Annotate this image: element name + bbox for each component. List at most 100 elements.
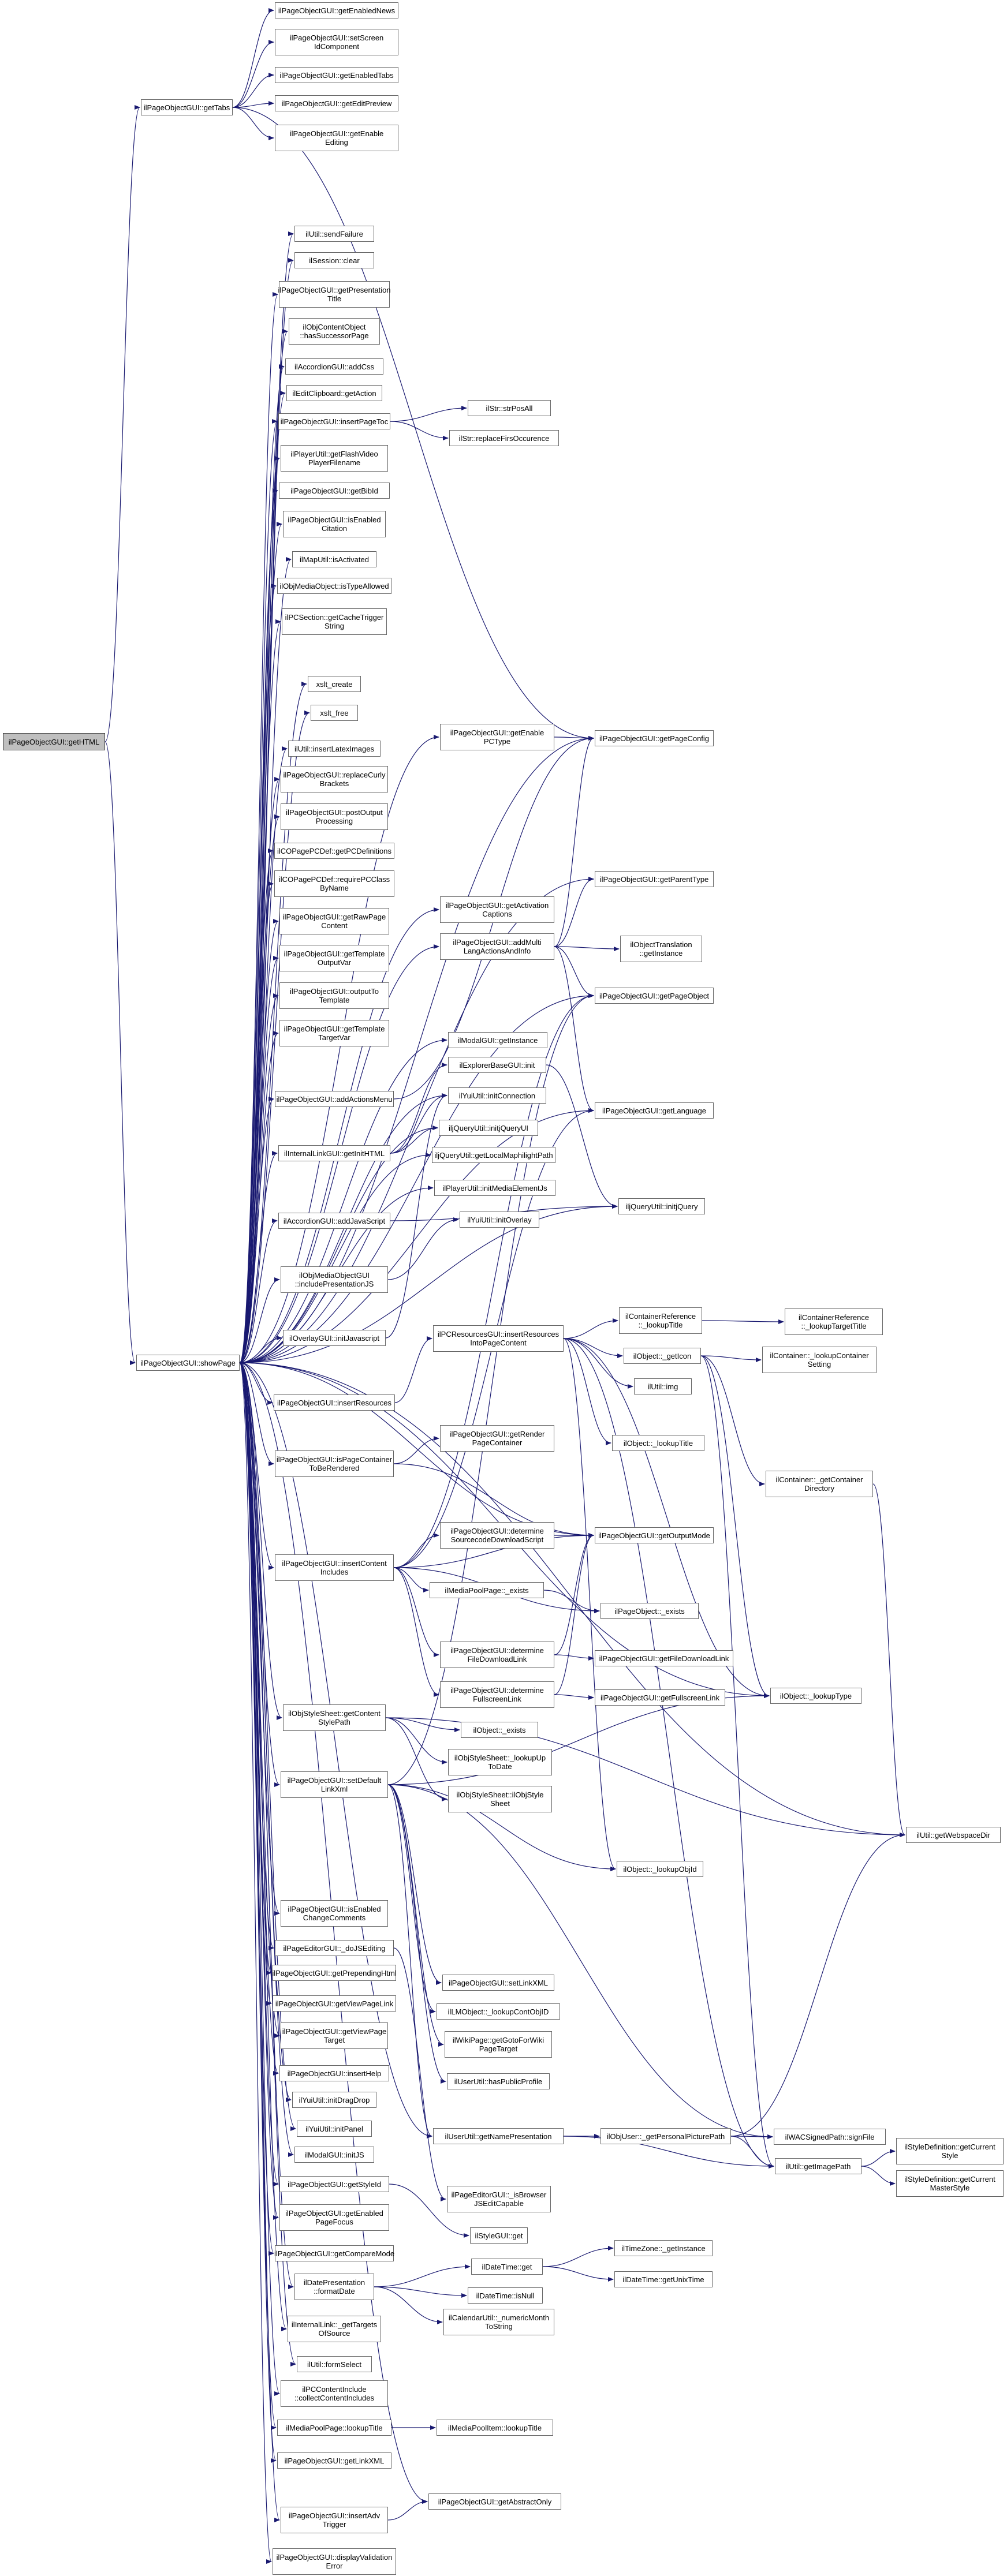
node-mp-lookup-title[interactable]: ilMediaPoolPage::lookupTitle — [277, 2420, 391, 2436]
node-get-enabled-page-focus[interactable]: ilPageObjectGUI::getEnabled PageFocus — [279, 2204, 389, 2231]
node-get-bib-id[interactable]: ilPageObjectGUI::getBibId — [279, 483, 390, 499]
node-is-enabled-citation[interactable]: ilPageObjectGUI::isEnabled Citation — [283, 511, 386, 537]
node-lookup-obj-id[interactable]: ilObject::_lookupObjId — [617, 1861, 703, 1877]
node-init-panel[interactable]: ilYuiUtil::initPanel — [297, 2121, 372, 2137]
node-add-multi-lang-actions[interactable]: ilPageObjectGUI::addMulti LangActionsAnd… — [440, 933, 554, 960]
node-get-goto-for-wiki-page-target[interactable]: ilWikiPage::getGotoForWiki PageTarget — [445, 2031, 552, 2058]
node-get-render-page-container[interactable]: ilPageObjectGUI::getRender PageContainer — [440, 1425, 554, 1452]
node-media-pool-exists[interactable]: ilMediaPoolPage::_exists — [430, 1582, 544, 1598]
node-sign-file[interactable]: ilWACSignedPath::signFile — [774, 2129, 886, 2145]
node-init-connection[interactable]: ilYuiUtil::initConnection — [448, 1087, 546, 1104]
node-determine-fullscreen-link[interactable]: ilPageObjectGUI::determine FullscreenLin… — [440, 1681, 554, 1708]
node-get-style-id[interactable]: ilPageObjectGUI::getStyleId — [279, 2176, 389, 2192]
node-get-view-page-link[interactable]: ilPageObjectGUI::getViewPageLink — [273, 1995, 396, 2012]
node-get-fullscreen-link[interactable]: ilPageObjectGUI::getFullscreenLink — [595, 1689, 725, 1706]
node-get-view-page-target[interactable]: ilPageObjectGUI::getViewPage Target — [281, 2022, 388, 2049]
node-set-link-x-m-l[interactable]: ilPageObjectGUI::setLinkXML — [442, 1975, 554, 1991]
node-obj-get-icon[interactable]: ilObject::_getIcon — [624, 1348, 701, 1364]
node-get-content-style-path[interactable]: ilObjStyleSheet::getContent StylePath — [283, 1704, 386, 1731]
node-ref-lookup-target-title[interactable]: ilContainerReference ::_lookupTargetTitl… — [785, 1308, 883, 1335]
node-init-overlay[interactable]: ilYuiUtil::initOverlay — [460, 1212, 539, 1228]
node-get-language[interactable]: ilPageObjectGUI::getLanguage — [595, 1102, 714, 1119]
node-get-container-directory[interactable]: ilContainer::_getContainer Directory — [766, 1471, 873, 1497]
node-post-output-processing[interactable]: ilPageObjectGUI::postOutput Processing — [281, 803, 388, 830]
node-explorer-init[interactable]: ilExplorerBaseGUI::init — [448, 1057, 546, 1073]
node-numeric-month-to-string[interactable]: ilCalendarUtil::_numericMonth ToString — [443, 2309, 554, 2335]
node-init-drag-drop[interactable]: ilYuiUtil::initDragDrop — [292, 2092, 376, 2108]
node-include-presentation-j-s[interactable]: ilObjMediaObjectGUI ::includePresentatio… — [281, 1266, 388, 1293]
node-insert-resources-into-page-content[interactable]: ilPCResourcesGUI::insertResources IntoPa… — [433, 1325, 564, 1352]
node-get-unix-time[interactable]: ilDateTime::getUnixTime — [614, 2271, 713, 2287]
node-determine-sourcecode[interactable]: ilPageObjectGUI::determine SourcecodeDow… — [440, 1522, 554, 1549]
node-set-default-link-xml[interactable]: ilPageObjectGUI::setDefault LinkXml — [281, 1771, 388, 1798]
node-init-media-element-js[interactable]: ilPlayerUtil::initMediaElementJs — [434, 1180, 555, 1196]
node-lookup-cont-obj-i-d[interactable]: ilLMObject::_lookupContObjID — [437, 2003, 560, 2020]
node-get-current-style[interactable]: ilStyleDefinition::getCurrent Style — [896, 2138, 1004, 2164]
node-replace-curly-brackets[interactable]: ilPageObjectGUI::replaceCurly Brackets — [281, 766, 388, 792]
node-get-enable-p-c-type[interactable]: ilPageObjectGUI::getEnable PCType — [440, 724, 554, 750]
node-get-p-c-definitions[interactable]: ilCOPagePCDef::getPCDefinitions — [274, 843, 394, 859]
node-init-j-query-u-i[interactable]: iljQueryUtil::initjQueryUI — [439, 1120, 538, 1136]
node-is-page-container-to-be-rendered[interactable]: ilPageObjectGUI::isPageContainer ToBeRen… — [275, 1450, 394, 1477]
node-form-select[interactable]: ilUtil::formSelect — [297, 2356, 372, 2372]
node-get-init-h-t-m-l[interactable]: ilInternalLinkGUI::getInitHTML — [278, 1145, 390, 1161]
node-translation-get-instance[interactable]: ilObjectTranslation ::getInstance — [620, 936, 702, 962]
node-ref-lookup-title[interactable]: ilContainerReference ::_lookupTitle — [619, 1307, 702, 1334]
node-page-object-exists[interactable]: ilPageObject::_exists — [601, 1603, 699, 1619]
node-modal-init-j-s[interactable]: ilModalGUI::initJS — [294, 2147, 374, 2163]
node-determine-file-download-link[interactable]: ilPageObjectGUI::determine FileDownloadL… — [440, 1642, 554, 1668]
node-accordion-add-css[interactable]: ilAccordionGUI::addCss — [285, 358, 383, 375]
node-get-personal-picture-path[interactable]: ilObjUser::_getPersonalPicturePath — [601, 2128, 731, 2144]
node-get-edit-preview[interactable]: ilPageObjectGUI::getEditPreview — [275, 95, 398, 111]
node-get-name-presentation[interactable]: ilUserUtil::getNamePresentation — [433, 2128, 564, 2144]
node-get-enabled-news[interactable]: ilPageObjectGUI::getEnabledNews — [275, 2, 398, 18]
node-xslt-create[interactable]: xslt_create — [308, 676, 361, 692]
node-get-presentation-title[interactable]: ilPageObjectGUI::getPresentation Title — [278, 281, 391, 308]
node-object-exists[interactable]: ilObject::_exists — [461, 1722, 538, 1738]
node-get-output-mode[interactable]: ilPageObjectGUI::getOutputMode — [595, 1527, 714, 1543]
node-has-public-profile[interactable]: ilUserUtil::hasPublicProfile — [447, 2073, 550, 2089]
node-get-compare-mode[interactable]: ilPageObjectGUI::getCompareMode — [274, 2245, 394, 2261]
node-get-abstract-only[interactable]: ilPageObjectGUI::getAbstractOnly — [428, 2493, 561, 2510]
node-overlay-init-javascript[interactable]: ilOverlayGUI::initJavascript — [283, 1330, 386, 1346]
node-get-local-maphilight-path[interactable]: iljQueryUtil::getLocalMaphilightPath — [432, 1147, 555, 1163]
node-set-screen-id-component[interactable]: ilPageObjectGUI::setScreen IdComponent — [275, 29, 398, 55]
node-require-p-c-class-by-name[interactable]: ilCOPagePCDef::requirePCClass ByName — [274, 870, 394, 897]
node-obj-lookup-title[interactable]: ilObject::_lookupTitle — [612, 1435, 704, 1451]
node-root[interactable]: ilPageObjectGUI::getHTML — [3, 733, 105, 750]
node-get-enable-editing[interactable]: ilPageObjectGUI::getEnable Editing — [275, 125, 398, 151]
node-is-enabled-change-comments[interactable]: ilPageObjectGUI::isEnabled ChangeComment… — [281, 1900, 388, 1927]
node-get-cache-trigger-string[interactable]: ilPCSection::getCacheTrigger String — [282, 608, 387, 635]
node-get-image-path[interactable]: ilUtil::getImagePath — [775, 2158, 861, 2174]
node-get-file-download-link[interactable]: ilPageObjectGUI::getFileDownloadLink — [595, 1650, 733, 1666]
node-lookup-container-setting[interactable]: ilContainer::_lookupContainer Setting — [762, 1347, 877, 1373]
node-get-template-output-var[interactable]: ilPageObjectGUI::getTemplate OutputVar — [279, 945, 389, 971]
node-collect-content-includes[interactable]: ilPCContentInclude ::collectContentInclu… — [281, 2380, 388, 2407]
node-insert-content-includes[interactable]: ilPageObjectGUI::insertContent Includes — [275, 1554, 394, 1581]
node-get-raw-page-content[interactable]: ilPageObjectGUI::getRawPage Content — [279, 908, 389, 934]
node-flash-video-player-filename[interactable]: ilPlayerUtil::getFlashVideo PlayerFilena… — [281, 445, 388, 472]
node-lookup-up-to-date[interactable]: ilObjStyleSheet::_lookupUp ToDate — [448, 1749, 552, 1775]
node-get-activation-captions[interactable]: ilPageObjectGUI::getActivation Captions — [440, 896, 554, 923]
node-time-zone-get-instance[interactable]: ilTimeZone::_getInstance — [614, 2240, 713, 2256]
node-is-null[interactable]: ilDateTime::isNull — [468, 2287, 543, 2304]
node-insert-latex-images[interactable]: ilUtil::insertLatexImages — [288, 741, 381, 757]
node-get-tabs[interactable]: ilPageObjectGUI::getTabs — [141, 99, 233, 115]
node-output-to-template[interactable]: ilPageObjectGUI::outputTo Template — [279, 982, 389, 1009]
node-insert-resources[interactable]: ilPageObjectGUI::insertResources — [274, 1394, 395, 1411]
node-insert-help[interactable]: ilPageObjectGUI::insertHelp — [279, 2065, 389, 2081]
node-map-is-activated[interactable]: ilMapUtil::isActivated — [292, 551, 376, 567]
node-show-page[interactable]: ilPageObjectGUI::showPage — [136, 1355, 240, 1371]
node-get-current-master-style[interactable]: ilStyleDefinition::getCurrent MasterStyl… — [896, 2170, 1004, 2197]
node-add-actions-menu[interactable]: ilPageObjectGUI::addActionsMenu — [275, 1091, 394, 1107]
node-get-enabled-tabs[interactable]: ilPageObjectGUI::getEnabledTabs — [275, 67, 398, 83]
node-is-s-editing[interactable]: ilPageEditorGUI::_doJSEditing — [275, 1940, 394, 1956]
node-modal-get-instance[interactable]: ilModalGUI::getInstance — [448, 1032, 547, 1048]
node-insert-page-toc[interactable]: ilPageObjectGUI::insertPageToc — [278, 413, 390, 429]
node-get-template-target-var[interactable]: ilPageObjectGUI::getTemplate TargetVar — [279, 1020, 389, 1046]
node-accordion-add-java-script[interactable]: ilAccordionGUI::addJavaScript — [278, 1213, 390, 1229]
node-lookup-type[interactable]: ilObject::_lookupType — [770, 1688, 861, 1704]
node-get-prepending-html[interactable]: ilPageObjectGUI::getPrependingHtml — [272, 1965, 397, 1981]
node-il-obj-style-sheet[interactable]: ilObjStyleSheet::ilObjStyle Sheet — [448, 1786, 552, 1812]
node-il-util-img[interactable]: ilUtil::img — [634, 1378, 692, 1394]
